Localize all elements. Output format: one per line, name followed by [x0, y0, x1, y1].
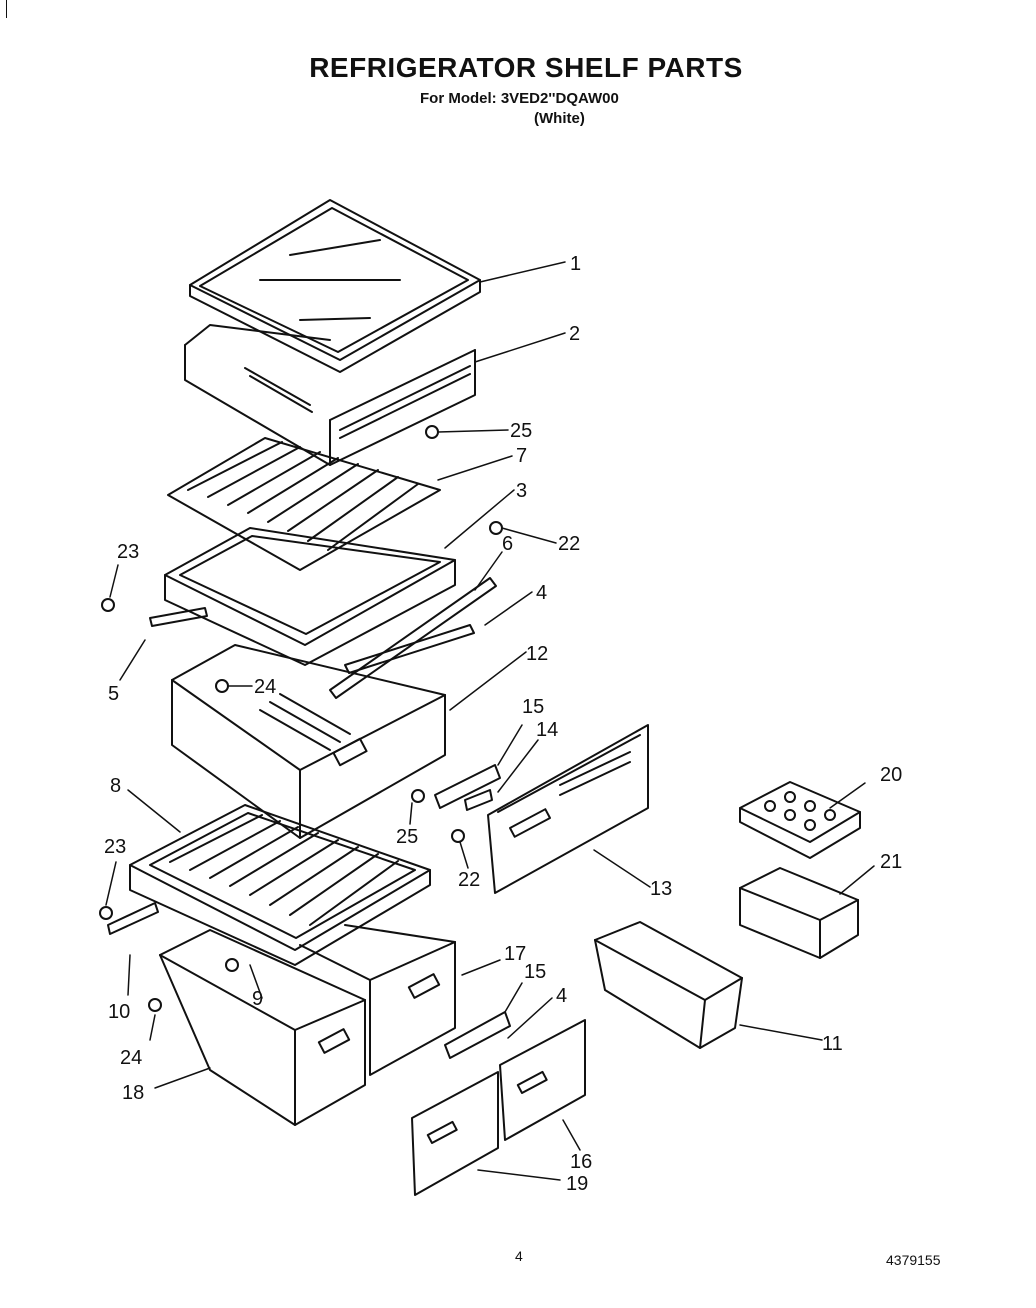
- callout-24: 24: [254, 676, 276, 698]
- part-handle-upper: [434, 764, 501, 811]
- callout-15: 15: [522, 696, 544, 718]
- callout-22: 22: [558, 533, 580, 555]
- part-door-panel-right: [499, 1019, 586, 1141]
- part-dairy-bin: [594, 921, 743, 1049]
- part-egg-bin: [739, 867, 859, 959]
- part-fasteners: [99, 425, 503, 1012]
- model-line: For Model: 3VED2''DQAW00: [420, 90, 619, 107]
- callout-13: 13: [650, 878, 672, 900]
- callout-7: 7: [516, 445, 527, 467]
- callout-23b: 23: [104, 836, 126, 858]
- callout-21: 21: [880, 851, 902, 873]
- part-left-bin: [159, 929, 366, 1126]
- part-right-bin: [299, 924, 456, 1076]
- part-glass-shelf: [189, 199, 481, 373]
- part-shelf-panel: [167, 437, 441, 571]
- callout-9: 9: [252, 988, 263, 1010]
- part-door-panel-left: [411, 1071, 499, 1196]
- part-door-panel: [487, 724, 649, 894]
- callout-25b: 25: [396, 826, 418, 848]
- part-egg-tray: [739, 781, 861, 859]
- callout-22b: 22: [458, 869, 480, 891]
- callout-20: 20: [880, 764, 902, 786]
- callout-4b: 4: [556, 985, 567, 1007]
- callout-25: 25: [510, 420, 532, 442]
- part-meat-pan: [171, 644, 446, 839]
- callout-2: 2: [569, 323, 580, 345]
- callout-18: 18: [122, 1082, 144, 1104]
- callout-10: 10: [108, 1001, 130, 1023]
- leader-lines: [105, 261, 875, 1181]
- callout-1: 1: [570, 253, 581, 275]
- callout-16: 16: [570, 1151, 592, 1173]
- scan-edge-mark: [6, 0, 7, 18]
- callout-4: 4: [536, 582, 547, 604]
- callout-8: 8: [110, 775, 121, 797]
- part-lower-rail: [107, 902, 159, 935]
- callout-19: 19: [566, 1173, 588, 1195]
- page-title: REFRIGERATOR SHELF PARTS: [309, 52, 743, 83]
- callout-6: 6: [502, 533, 513, 555]
- callout-5: 5: [108, 683, 119, 705]
- page-number: 4: [515, 1248, 523, 1264]
- part-lower-shelf: [129, 804, 431, 966]
- part-handle-lower: [444, 1011, 511, 1059]
- callout-23: 23: [117, 541, 139, 563]
- document-number: 4379155: [886, 1252, 941, 1268]
- callout-24b: 24: [120, 1047, 142, 1069]
- callout-3: 3: [516, 480, 527, 502]
- callout-11: 11: [822, 1033, 843, 1055]
- color-line: (White): [534, 110, 585, 127]
- callout-15b: 15: [524, 961, 546, 983]
- part-rails: [149, 577, 497, 699]
- callout-12: 12: [526, 643, 548, 665]
- callout-17: 17: [504, 943, 526, 965]
- callout-labels: 1 2 25 7 3 22 6 23 4 5 12 24 15 14 8 20 …: [104, 253, 902, 1195]
- part-shelf-frame: [164, 527, 456, 666]
- part-crisper-pan: [184, 324, 476, 466]
- callout-14: 14: [536, 719, 558, 741]
